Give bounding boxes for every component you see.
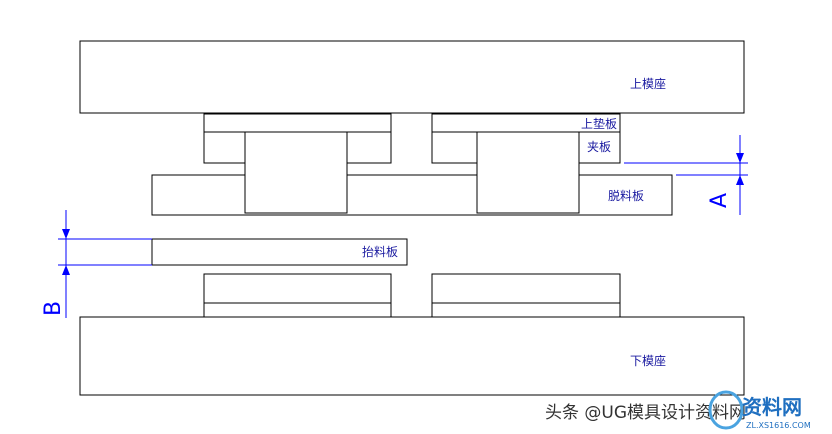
lower-die-seat-label: 下模座 [630,353,666,368]
insert-left [244,131,348,214]
stripper-plate-label: 脱料板 [608,188,644,203]
upper-die-seat [79,40,745,114]
upper-backing-plate-left [203,113,392,133]
upper-die-seat-label: 上模座 [630,76,666,91]
lower-pad-left [203,302,392,318]
upper-backing-plate-label: 上垫板 [581,116,617,131]
stripper-plate [151,174,673,216]
watermark-text: 头条 @UG模具设计资料网 [545,403,747,423]
logo-swirl-icon [708,390,744,430]
lifter-plate-label: 抬料板 [362,245,398,259]
dimension-a: A [624,135,748,215]
lower-block-left [203,273,392,304]
logo-subtext: ZL.XS1616.COM [746,421,811,430]
site-logo: 资料网 ZL.XS1616.COM [708,390,811,430]
lower-block-right [431,273,621,304]
lifter-plate [151,238,408,266]
dimension-b-label: B [41,301,66,316]
insert-right [476,131,580,214]
logo-text: 资料网 [742,395,802,419]
lower-pad-right [431,302,621,318]
lower-die-seat [79,316,745,396]
dimension-b: B [41,210,152,318]
dimension-a-label: A [707,193,732,208]
clamp-plate-label: 夹板 [587,140,611,154]
